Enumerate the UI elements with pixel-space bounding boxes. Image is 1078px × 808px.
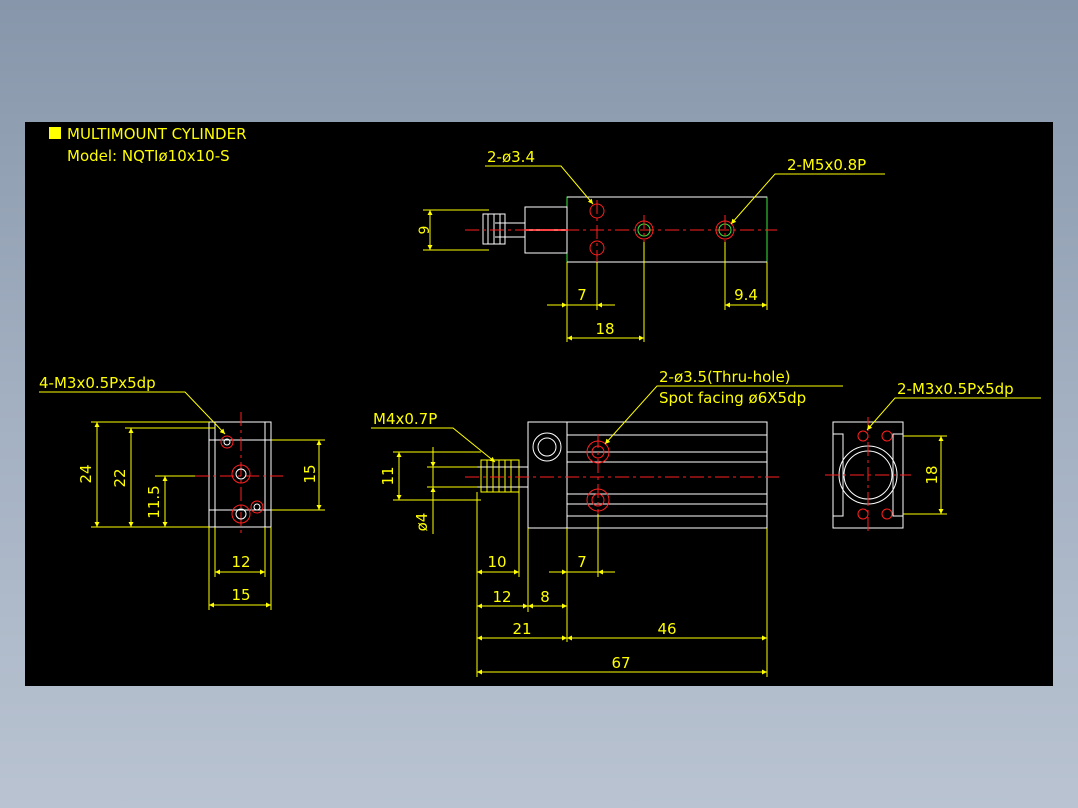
leader-thread: [730, 173, 885, 225]
side-hole-3-inner: [235, 508, 247, 520]
cad-drawing: MULTIMOUNT CYLINDER Model: NQTIø10x10-S: [39, 125, 1041, 677]
leader-holes: [485, 165, 594, 205]
front-collar-ring-inner: [537, 437, 557, 457]
callout-top-holes: 2-ø3.4: [487, 148, 535, 166]
dim-front-10-label: 10: [487, 553, 506, 571]
front-body: [566, 421, 768, 529]
front-collar: [527, 421, 568, 529]
dim-front-7-label: 7: [577, 553, 587, 571]
dim-side-15v-label: 15: [301, 464, 319, 483]
end-hole-1: [857, 430, 869, 442]
front-collar-ring: [532, 432, 562, 462]
end-hole-2: [881, 430, 893, 442]
dim-top-18-label: 18: [595, 320, 614, 338]
leader-thru-hole: [604, 385, 843, 445]
top-view: 2-ø3.4 2-M5x0.8P 9 7 18 9.4: [417, 148, 885, 342]
side-hole-1: [220, 435, 234, 449]
dim-front-11-label: 11: [379, 466, 397, 485]
side-view: 4-M3x0.5Px5dp 24 22 11.5 15 12 15: [39, 374, 325, 610]
dim-top-height-label: 9: [417, 226, 433, 235]
leader-rod-thread: [371, 427, 496, 463]
dim-top-9-4-label: 9.4: [734, 286, 758, 304]
title-line-2: Model: NQTIø10x10-S: [67, 147, 230, 165]
side-hole-3: [231, 504, 251, 524]
dim-front-o4-label: ø4: [413, 513, 431, 532]
side-hole-1-inner: [223, 438, 231, 446]
dim-front-46-label: 46: [657, 620, 676, 638]
front-view: M4x0.7P 2-ø3.5(Thru-hole) Spot facing ø6…: [371, 368, 843, 677]
callout-rod-thread: M4x0.7P: [373, 410, 437, 428]
dim-top-7-label: 7: [577, 286, 587, 304]
dim-end-18-label: 18: [923, 465, 941, 484]
callout-thru-hole: 2-ø3.5(Thru-hole): [659, 368, 791, 386]
end-hole-4: [881, 508, 893, 520]
side-mount-block: [208, 439, 272, 511]
side-hole-2: [231, 464, 251, 484]
dim-side-11-5-label: 11.5: [145, 485, 163, 518]
callout-top-thread: 2-M5x0.8P: [787, 156, 866, 174]
side-hole-2-inner: [235, 468, 247, 480]
dim-front-12-label: 12: [492, 588, 511, 606]
dim-front-21-label: 21: [512, 620, 531, 638]
leader-side-tapped: [39, 391, 226, 435]
cad-drawing-area[interactable]: MULTIMOUNT CYLINDER Model: NQTIø10x10-S: [25, 122, 1053, 686]
dim-side-24-label: 24: [77, 464, 95, 483]
end-hole-3: [857, 508, 869, 520]
dim-front-8-label: 8: [540, 588, 550, 606]
callout-end-tapped: 2-M3x0.5Px5dp: [897, 380, 1014, 398]
dim-side-12-label: 12: [231, 553, 250, 571]
title-line-1: MULTIMOUNT CYLINDER: [67, 125, 247, 143]
callout-side-tapped: 4-M3x0.5Px5dp: [39, 374, 156, 392]
dim-side-22-label: 22: [111, 468, 129, 487]
title-marker-icon: [49, 127, 61, 139]
dim-side-15h-label: 15: [231, 586, 250, 604]
dim-front-67-label: 67: [611, 654, 630, 672]
side-hole-4: [250, 500, 264, 514]
leader-end-tapped: [866, 397, 1041, 431]
end-view: 2-M3x0.5Px5dp 18: [825, 380, 1041, 534]
front-nut: [480, 459, 520, 493]
side-hole-4-inner: [253, 503, 261, 511]
callout-spot-facing: Spot facing ø6X5dp: [659, 389, 806, 407]
title-block: MULTIMOUNT CYLINDER Model: NQTIø10x10-S: [49, 125, 247, 165]
